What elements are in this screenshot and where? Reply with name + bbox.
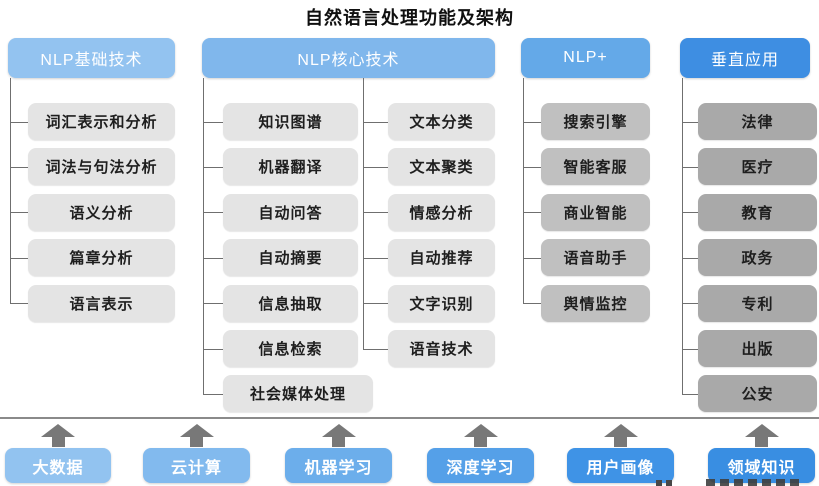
item-box: 词法与句法分析 <box>28 148 175 186</box>
item-box: 社会媒体处理 <box>223 375 373 413</box>
arrow-stem <box>51 437 65 447</box>
arrow-stem <box>474 437 487 447</box>
arrow-head <box>603 424 638 437</box>
connector-line <box>10 212 28 214</box>
connector-line <box>523 212 541 214</box>
connector-line <box>682 121 698 123</box>
arrow-stem <box>190 437 203 447</box>
connector-line <box>682 303 698 305</box>
connector-line <box>523 257 541 259</box>
arrow-stem <box>755 437 768 447</box>
item-box: 出版 <box>698 330 817 367</box>
up-arrow-icon <box>603 424 638 447</box>
column-header: NLP核心技术 <box>202 38 495 78</box>
connector-line <box>10 257 28 259</box>
item-box: 篇章分析 <box>28 239 175 277</box>
separator-line <box>0 417 819 419</box>
foundation-box: 用户画像 <box>567 448 674 483</box>
item-box: 自动摘要 <box>223 239 358 277</box>
connector-line <box>363 303 388 305</box>
item-box: 专利 <box>698 284 817 322</box>
foundation-box: 云计算 <box>143 448 250 483</box>
connector-line <box>10 166 28 168</box>
connector-line <box>682 212 698 214</box>
item-box: 语音助手 <box>541 239 650 277</box>
item-box: 教育 <box>698 193 817 231</box>
connector-line <box>523 121 541 123</box>
connector-line <box>203 212 223 214</box>
column-header: NLP基础技术 <box>8 38 175 78</box>
connector-line <box>682 78 683 394</box>
connector-line <box>203 303 223 305</box>
column-header: NLP+ <box>521 38 650 78</box>
item-box: 文本聚类 <box>388 148 495 186</box>
up-arrow-icon <box>321 424 356 447</box>
item-box: 医疗 <box>698 148 817 186</box>
connector-line <box>363 257 388 259</box>
item-box: 语言表示 <box>28 284 175 322</box>
connector-line <box>363 212 388 214</box>
foundation-box: 领域知识 <box>708 448 815 483</box>
connector-line <box>10 78 11 304</box>
item-box: 语音技术 <box>388 330 495 367</box>
connector-line <box>523 166 541 168</box>
item-box: 法律 <box>698 103 817 140</box>
connector-line <box>682 348 698 350</box>
connector-line <box>203 166 223 168</box>
item-box: 文本分类 <box>388 103 495 140</box>
connector-line <box>203 348 223 350</box>
arrow-head <box>321 424 356 437</box>
foundation-box: 机器学习 <box>285 448 392 483</box>
arrow-stem <box>614 437 627 447</box>
watermark-fragment <box>706 479 804 486</box>
up-arrow-icon <box>179 424 214 447</box>
connector-line <box>203 121 223 123</box>
up-arrow-icon <box>463 424 498 447</box>
arrow-head <box>744 424 779 437</box>
connector-line <box>203 78 204 394</box>
item-box: 词汇表示和分析 <box>28 103 175 140</box>
watermark-fragment <box>656 480 674 486</box>
connector-line <box>363 348 388 350</box>
diagram-title: 自然语言处理功能及架构 <box>305 8 514 28</box>
foundation-box: 深度学习 <box>427 448 534 483</box>
connector-line <box>363 166 388 168</box>
arrow-head <box>179 424 214 437</box>
item-box: 商业智能 <box>541 193 650 231</box>
item-box: 文字识别 <box>388 284 495 322</box>
item-box: 知识图谱 <box>223 103 358 140</box>
connector-line <box>682 393 698 395</box>
item-box: 情感分析 <box>388 193 495 231</box>
arrow-stem <box>332 437 345 447</box>
item-box: 政务 <box>698 239 817 277</box>
arrow-head <box>41 424 75 437</box>
item-box: 搜索引擎 <box>541 103 650 140</box>
item-box: 自动问答 <box>223 193 358 231</box>
item-box: 智能客服 <box>541 148 650 186</box>
item-box: 公安 <box>698 375 817 413</box>
arrow-head <box>463 424 498 437</box>
item-box: 信息抽取 <box>223 284 358 322</box>
up-arrow-icon <box>744 424 779 447</box>
up-arrow-icon <box>41 424 75 447</box>
item-box: 自动推荐 <box>388 239 495 277</box>
connector-line <box>523 78 524 304</box>
connector-line <box>523 303 541 305</box>
foundation-box: 大数据 <box>5 448 111 483</box>
connector-line <box>363 121 388 123</box>
connector-line <box>203 257 223 259</box>
connector-line <box>203 393 223 395</box>
connector-line <box>10 303 28 305</box>
connector-line <box>682 257 698 259</box>
item-box: 舆情监控 <box>541 284 650 322</box>
item-box: 信息检索 <box>223 330 358 367</box>
connector-line <box>10 121 28 123</box>
item-box: 机器翻译 <box>223 148 358 186</box>
connector-line <box>682 166 698 168</box>
column-header: 垂直应用 <box>680 38 810 78</box>
item-box: 语义分析 <box>28 193 175 231</box>
